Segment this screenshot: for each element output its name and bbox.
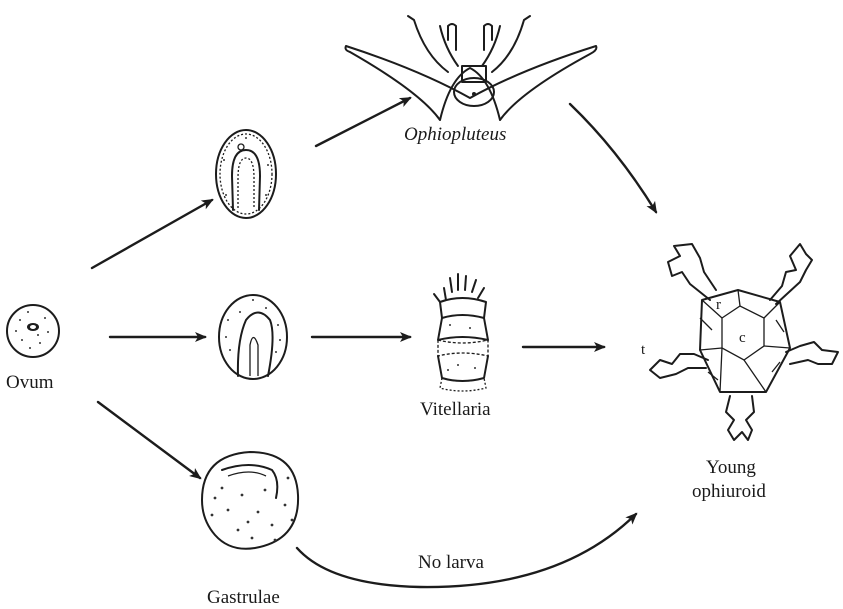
ovum-figure <box>7 305 59 357</box>
marker-t: t <box>641 342 646 358</box>
marker-r: r <box>716 297 721 313</box>
gastrulae-label: Gastrulae <box>207 587 280 608</box>
arrow-embryo-to-ophiopluteus <box>316 98 410 146</box>
arrow-gastrula-to-young <box>297 514 636 587</box>
vitellaria-figure <box>434 274 488 391</box>
young-label-line2: ophiuroid <box>692 481 766 502</box>
embryo-middle-figure <box>219 295 287 379</box>
ovum-label: Ovum <box>6 372 54 393</box>
arrow-ovum-to-embryo-top <box>92 200 212 268</box>
ophiopluteus-label: Ophiopluteus <box>404 124 506 145</box>
young-label-line1: Young <box>706 457 756 478</box>
embryo-top-figure <box>216 130 276 218</box>
vitellaria-label: Vitellaria <box>420 399 491 420</box>
arrow-ophiopluteus-to-young <box>570 104 656 212</box>
gastrula-figure <box>202 452 298 549</box>
arrow-ovum-to-gastrula <box>98 402 200 478</box>
ophiopluteus-figure <box>346 16 597 120</box>
no-larva-label: No larva <box>418 552 485 573</box>
marker-c: c <box>739 330 746 346</box>
